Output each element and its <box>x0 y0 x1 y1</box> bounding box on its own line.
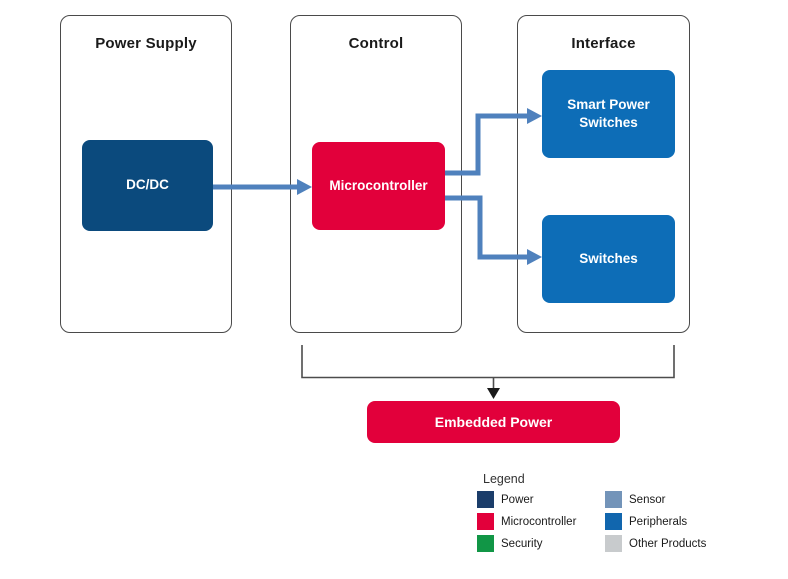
legend-item-other-products: Other Products <box>605 535 713 552</box>
block-switches: Switches <box>542 215 675 303</box>
legend-title: Legend <box>483 472 525 486</box>
legend-label-sensor: Sensor <box>629 493 666 506</box>
legend-swatch-sensor <box>605 491 622 508</box>
legend-item-power: Power <box>477 491 585 508</box>
legend-swatch-microcontroller <box>477 513 494 530</box>
block-smart-power-switches: Smart Power Switches <box>542 70 675 158</box>
legend-label-peripherals: Peripherals <box>629 515 688 528</box>
block-dcdc-label: DC/DC <box>126 177 169 193</box>
block-switches-label: Switches <box>579 250 638 266</box>
legend-item-security: Security <box>477 535 585 552</box>
legend-column-left: Power Microcontroller Security <box>477 491 585 552</box>
block-microcontroller-label: Microcontroller <box>329 177 428 193</box>
column-title-interface: Interface <box>571 35 636 52</box>
legend-label-microcontroller: Microcontroller <box>501 515 577 528</box>
block-smart-power-switches-label: Smart Power Switches <box>567 96 650 130</box>
legend-swatch-peripherals <box>605 513 622 530</box>
legend-label-power: Power <box>501 493 534 506</box>
block-embedded-power-label: Embedded Power <box>434 413 553 430</box>
column-title-control: Control <box>348 35 404 52</box>
block-embedded-power: Embedded Power <box>367 401 620 443</box>
legend-item-microcontroller: Microcontroller <box>477 513 585 530</box>
column-title-power-supply: Power Supply <box>95 35 197 52</box>
block-dcdc: DC/DC <box>82 140 213 231</box>
legend-label-other-products: Other Products <box>629 537 707 550</box>
legend-swatch-other-products <box>605 535 622 552</box>
legend-swatch-security <box>477 535 494 552</box>
legend-item-sensor: Sensor <box>605 491 713 508</box>
legend: Legend Power Microcontroller Security <box>477 472 713 552</box>
arrowhead-bracket-to-embedded-power <box>487 388 500 399</box>
block-microcontroller: Microcontroller <box>312 142 445 230</box>
legend-label-security: Security <box>501 537 543 550</box>
legend-item-peripherals: Peripherals <box>605 513 713 530</box>
legend-column-right: Sensor Peripherals Other Products <box>605 491 713 552</box>
legend-swatch-power <box>477 491 494 508</box>
bracket-columns-to-embedded-power <box>301 345 675 379</box>
